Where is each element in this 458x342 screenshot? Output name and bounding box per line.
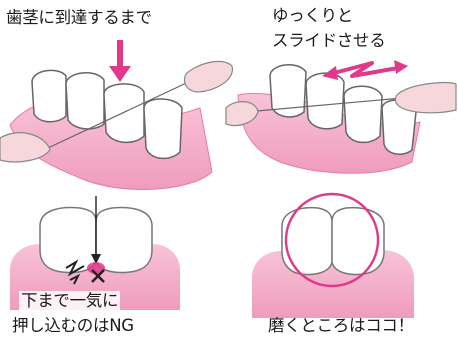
tooth-bl-left	[39, 206, 97, 274]
tooth-br-right	[331, 206, 385, 276]
tooth-tl-4	[143, 98, 183, 160]
caption-top-right-line1: ゆっくりと	[272, 6, 354, 25]
finger-tr-right	[394, 81, 457, 114]
tooth-tl-3	[103, 83, 145, 144]
panel-top-left	[0, 40, 233, 190]
tooth-tl-1	[31, 69, 67, 123]
tooth-br-left	[281, 206, 333, 276]
caption-bottom-left-line2: 押し込むのはNG	[10, 316, 136, 336]
tooth-tr-1	[269, 64, 307, 118]
tooth-tr-2	[305, 72, 345, 130]
caption-top-right-line2: スライドさせる	[272, 31, 386, 50]
down-arrow-icon	[109, 40, 131, 82]
panel-bottom-right	[252, 192, 414, 318]
highlight-circle-icon	[284, 192, 380, 288]
tooth-tl-2	[65, 72, 105, 130]
panel-top-right	[225, 60, 457, 174]
finger-tl-left	[0, 132, 51, 163]
caption-top-left: 歯茎に到達するまで	[6, 8, 152, 27]
spark-icon	[65, 259, 85, 285]
tooth-tr-3	[343, 85, 383, 144]
finger-tr-left	[225, 101, 259, 127]
x-mark-icon	[91, 269, 105, 283]
finger-tl-right	[183, 60, 233, 93]
floss-tr	[245, 97, 403, 113]
caption-bottom-right: 磨くところはココ！	[268, 316, 414, 335]
caption-bottom-left-line1: 下まで一気に	[19, 291, 121, 311]
zigzag-arrow-icon	[322, 60, 408, 80]
tooth-bl-right	[95, 206, 153, 274]
tooth-tr-4	[381, 99, 417, 156]
